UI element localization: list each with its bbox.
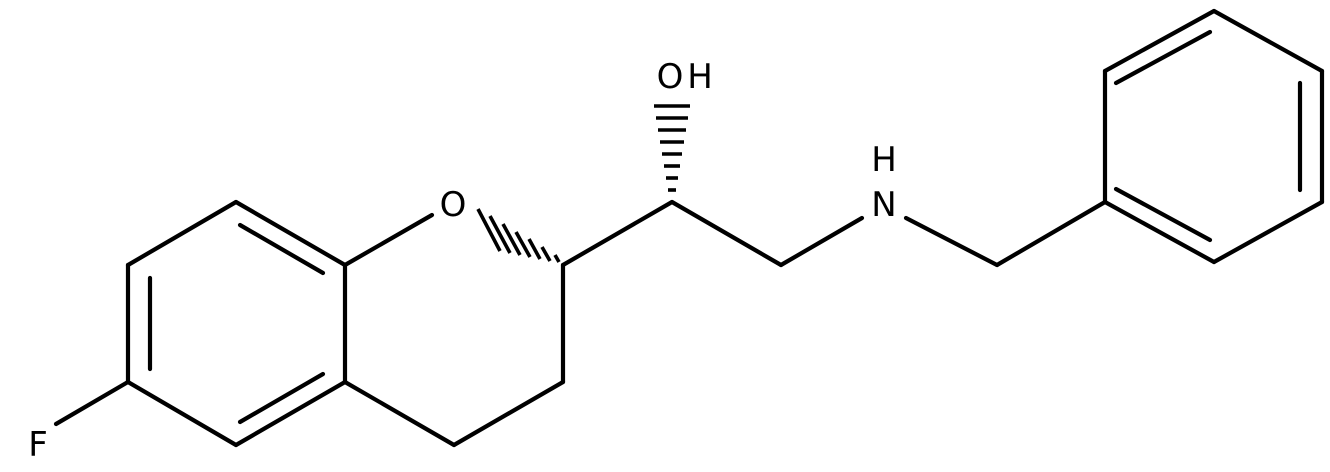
- hashed-wedge-c1prime-oh: [654, 104, 690, 192]
- hydroxyl-h-label: H: [687, 57, 713, 97]
- bond: [451, 379, 566, 448]
- hashed-wedge-c2-o: [476, 208, 561, 263]
- pyran-ring: [342, 212, 566, 448]
- bond: [1102, 199, 1217, 265]
- phenyl-ring: [1102, 8, 1325, 265]
- c2-c1prime-bond: [560, 199, 675, 268]
- bond: [125, 379, 239, 448]
- bond: [125, 199, 239, 268]
- bond: [1211, 8, 1325, 74]
- hash: [476, 208, 502, 252]
- bond: [233, 379, 348, 448]
- ch2-phenyl-bond: [994, 199, 1108, 268]
- hydroxyl-o-label: O: [657, 57, 684, 97]
- hash: [514, 231, 532, 258]
- amine-h-label: H: [871, 140, 897, 180]
- chroman-benzene-ring: [125, 199, 348, 448]
- double-bond-inner: [237, 222, 326, 276]
- double-bond-inner: [237, 371, 326, 425]
- double-bond-inner: [1113, 186, 1213, 243]
- fluorine-label: F: [28, 425, 48, 465]
- n-ch2-bond: [903, 215, 1000, 268]
- bond: [342, 379, 457, 448]
- hydroxyl-label: O H: [657, 57, 713, 97]
- double-bond-inner: [1113, 29, 1213, 86]
- hash: [540, 246, 552, 262]
- c-f-bond: [53, 379, 131, 427]
- bond: [233, 199, 348, 268]
- hash: [553, 254, 561, 263]
- c1prime-c2prime-bond: [669, 199, 784, 268]
- c-n-bond: [778, 215, 865, 268]
- hash: [488, 215, 512, 254]
- amine-n-label: N: [871, 185, 896, 225]
- hash: [527, 238, 542, 260]
- bond: [1211, 199, 1325, 265]
- hash: [501, 223, 522, 256]
- ring-oxygen-label: O: [440, 185, 467, 225]
- bond: [1102, 8, 1217, 74]
- bond: [342, 212, 435, 268]
